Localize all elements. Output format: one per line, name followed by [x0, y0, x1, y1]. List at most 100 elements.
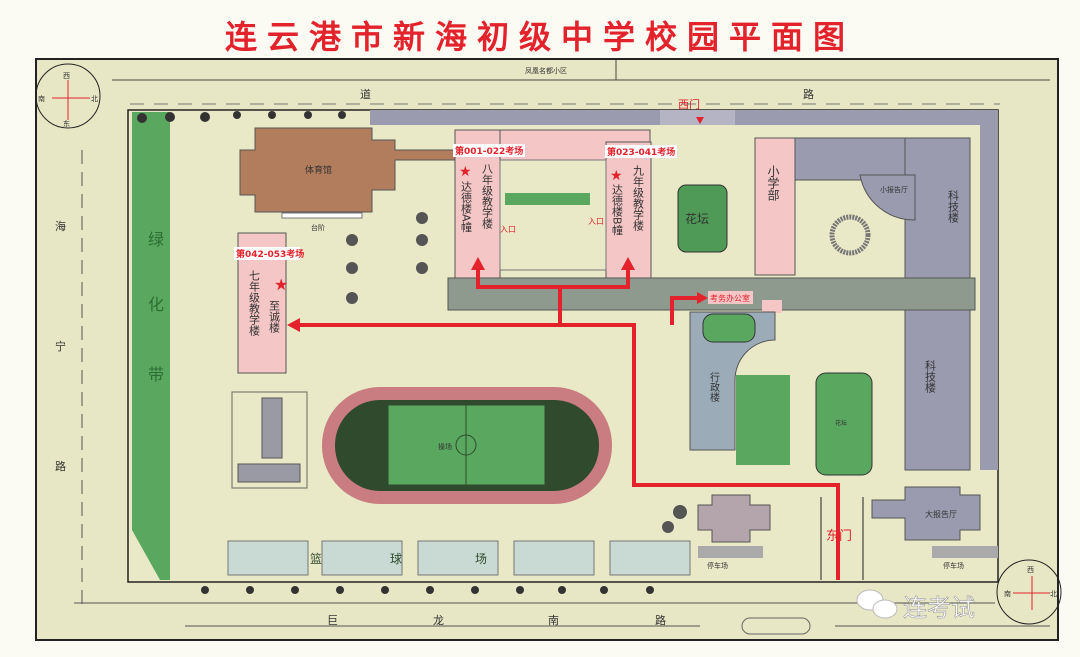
road-label: 路: [655, 614, 666, 627]
grade9-name: 九年级教学楼: [632, 165, 645, 232]
grade7-name: 七年级教学楼: [248, 270, 261, 337]
wechat-icon: [856, 589, 898, 619]
compass-west: 西: [1027, 566, 1034, 574]
basketball-court: [609, 540, 691, 576]
admin-label: 行政楼: [708, 371, 720, 403]
exam-office[interactable]: [708, 291, 753, 304]
compass-north: 北: [91, 95, 98, 103]
road-label: 路: [55, 460, 66, 473]
road-label: 南: [548, 614, 559, 627]
basketball-court: [417, 540, 499, 576]
roundabout: [741, 617, 811, 635]
small-hall[interactable]: [859, 174, 916, 221]
grade9-building[interactable]: [605, 141, 652, 279]
route-main: [294, 323, 840, 580]
exam-office-label: 考务办公室: [710, 293, 750, 303]
grade8-exam-rooms: 第001-022考场: [455, 145, 523, 157]
entrance-label: 入口: [588, 217, 604, 226]
parking-label: 停车场: [943, 561, 964, 570]
star-icon: ★: [610, 168, 623, 184]
basketball-court: [513, 540, 595, 576]
road-label: 宁: [55, 339, 66, 353]
compass-north: 北: [1050, 590, 1057, 598]
compass-rose: 西 北 南: [996, 559, 1062, 625]
neighborhood-label: 凤凰名都小区: [525, 66, 567, 75]
grade7-exam-rooms: 第042-053考场: [236, 248, 304, 260]
flower-bed: [677, 184, 728, 253]
science-label: 科技楼: [947, 189, 960, 224]
admin-building[interactable]: [689, 311, 776, 451]
toilet-block: [237, 463, 301, 483]
road-label: 道: [360, 87, 371, 101]
small-room: [762, 300, 782, 313]
green-belt: [132, 112, 170, 580]
basketball-label: 球: [390, 552, 402, 566]
route-arrows: [287, 117, 708, 332]
big-hall[interactable]: [871, 486, 981, 541]
small-garden: [702, 313, 756, 343]
flower-bed-label: 花坛: [685, 211, 709, 226]
entrance-label: 入口: [500, 225, 516, 234]
flower-bed-label: 花坛: [835, 419, 847, 427]
primary-school-label: 小学部: [766, 165, 780, 201]
compass-west: 西: [63, 72, 70, 80]
compass-east: 东: [63, 119, 70, 128]
basketball-court: [321, 540, 403, 576]
exam-room-tag-bg: [234, 247, 300, 260]
east-gate-label: 东门: [826, 529, 852, 544]
green-belt-label: 化: [148, 295, 164, 314]
steps: [281, 212, 363, 219]
arrow-up-icon: [621, 257, 635, 270]
road-label: 海: [55, 219, 66, 233]
exam-room-tag-bg: [605, 145, 677, 158]
arrow-up-icon: [471, 257, 485, 270]
road-label: 路: [803, 88, 814, 101]
lawn: [736, 375, 790, 465]
route-office: [670, 296, 700, 325]
parking-lot: [932, 546, 998, 558]
compass-south: 南: [1004, 589, 1011, 598]
star-icon: ★: [459, 164, 472, 180]
south-building: [697, 494, 771, 543]
parking-label: 停车场: [707, 561, 728, 570]
steps-label: 台阶: [311, 223, 325, 232]
flower-bed-east: [815, 372, 873, 476]
exam-route: [294, 265, 840, 580]
grade8-alias: 达德楼A幢: [460, 181, 473, 234]
star-icon: ★: [274, 275, 288, 294]
trees: [137, 111, 687, 594]
green-belt-label: 绿: [148, 230, 164, 249]
amphitheater: [829, 214, 871, 256]
grade9-alias: 达德楼B幢: [611, 184, 624, 237]
basketball-courts: [227, 540, 691, 576]
gym-building: [239, 127, 456, 213]
arrow-down-icon: [696, 117, 704, 124]
exam-room-tag-bg: [453, 144, 525, 157]
compass-rose: 西 东 南 北: [35, 63, 101, 129]
grade8-name: 八年级教学楼: [481, 163, 494, 230]
route-grade89: [476, 265, 630, 289]
arrow-left-icon: [287, 318, 300, 332]
court-green: [505, 193, 590, 205]
science-label: 科技楼: [924, 359, 937, 394]
playground-label: 操场: [438, 442, 452, 451]
map-title: 连云港市新海初级中学校园平面图: [225, 18, 855, 56]
compass-south: 南: [38, 94, 45, 103]
basketball-label: 篮: [310, 551, 322, 566]
basketball-court: [227, 540, 309, 576]
basketball-label: 场: [475, 552, 487, 566]
road-label: 巨: [327, 614, 338, 627]
east-wall-strip: [980, 110, 998, 470]
grade7-alias: 至诚楼: [268, 300, 281, 334]
primary-school-building[interactable]: [754, 137, 796, 276]
field-circle: [455, 434, 477, 456]
arrow-right-icon: [697, 292, 708, 304]
big-hall-label: 大报告厅: [925, 509, 957, 519]
green-belt-label: 带: [148, 365, 164, 384]
toilet-area: [231, 391, 308, 489]
toilet-block: [261, 397, 283, 459]
watermark: 连考试: [903, 594, 975, 622]
parking-lot: [698, 546, 763, 558]
